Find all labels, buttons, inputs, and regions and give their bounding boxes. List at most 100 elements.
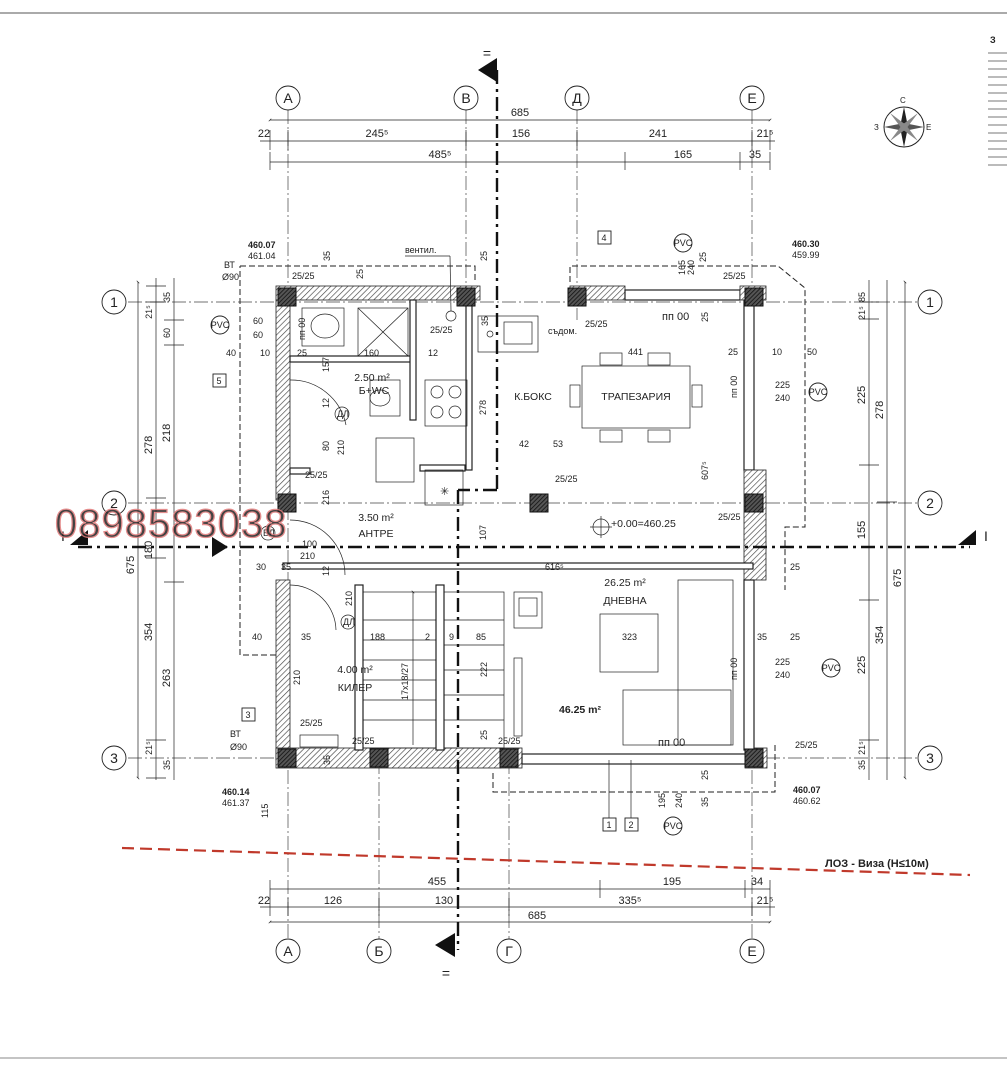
svg-text:25: 25: [297, 348, 307, 358]
svg-text:25: 25: [700, 312, 710, 322]
svg-text:323: 323: [622, 632, 637, 642]
room-bath-name: Б+WC: [359, 385, 390, 397]
svg-text:пп 00: пп 00: [729, 658, 739, 680]
svg-text:278: 278: [143, 436, 155, 454]
grid-label-top-d: Д: [572, 90, 582, 106]
svg-text:25/25: 25/25: [723, 271, 746, 281]
section-mark-bottom: =: [442, 965, 450, 981]
svg-text:вентил.: вентил.: [405, 245, 437, 255]
column: [456, 287, 476, 307]
svg-text:685: 685: [511, 107, 529, 119]
grid-label-left-2: 2: [110, 495, 118, 511]
svg-text:50: 50: [807, 347, 817, 357]
svg-text:216: 216: [321, 490, 331, 505]
svg-text:25/25: 25/25: [300, 718, 323, 728]
svg-text:25: 25: [479, 251, 489, 261]
svg-text:165: 165: [674, 149, 692, 161]
grid-label-right-1: 1: [926, 294, 934, 310]
svg-text:25/25: 25/25: [585, 319, 608, 329]
svg-text:25/25: 25/25: [305, 470, 328, 480]
svg-text:130: 130: [435, 895, 453, 907]
grid-label-left-3: 3: [110, 750, 118, 766]
svg-text:22: 22: [258, 895, 270, 907]
svg-text:25: 25: [355, 269, 365, 279]
svg-text:25/25: 25/25: [555, 474, 578, 484]
svg-text:2: 2: [628, 820, 633, 830]
svg-text:пп 00: пп 00: [297, 318, 307, 340]
svg-text:Ø90: Ø90: [222, 272, 239, 282]
notes-column: З: [988, 35, 1007, 166]
compass: С Е З: [874, 96, 931, 148]
grid-label-bottom-b: Б: [374, 943, 383, 959]
svg-text:25: 25: [479, 730, 489, 740]
annotation-labels: вентил. съдом. ВТ Ø90 ВТ Ø90 PVC PVC PVC…: [210, 230, 929, 870]
svg-text:25: 25: [698, 252, 708, 262]
elevation-marks: 460.07 461.04 460.30 459.99 460.14 461.3…: [222, 239, 821, 808]
svg-text:165: 165: [677, 260, 687, 275]
left-dimensions: 675 21⁵ 278 180 354 21⁵ 60 218 263 35 35: [125, 278, 184, 780]
svg-text:35: 35: [322, 251, 332, 261]
svg-text:485⁵: 485⁵: [429, 149, 452, 161]
right-dimensions: 675 278 354 85 21⁵ 225 155 225 21⁵ 35: [856, 280, 907, 780]
room-living-name: ДНЕВНА: [603, 595, 646, 607]
svg-text:225: 225: [856, 386, 868, 404]
svg-text:пп 00: пп 00: [658, 737, 685, 749]
svg-text:607⁵: 607⁵: [700, 461, 710, 480]
grid-bubbles-sides: 1 2 3 1 2 3: [101, 289, 943, 771]
svg-text:25: 25: [790, 562, 800, 572]
svg-text:С: С: [900, 96, 906, 105]
svg-text:460.07: 460.07: [793, 785, 821, 795]
svg-text:225: 225: [775, 657, 790, 667]
room-living-area: 26.25 m²: [604, 577, 646, 589]
svg-text:460.14: 460.14: [222, 787, 250, 797]
svg-text:21⁵: 21⁵: [144, 741, 154, 755]
svg-text:PVC: PVC: [674, 238, 693, 248]
svg-text:10: 10: [260, 348, 270, 358]
svg-text:35: 35: [162, 292, 172, 302]
grid-label-right-2: 2: [926, 495, 934, 511]
svg-text:35: 35: [322, 755, 332, 765]
svg-text:21⁵: 21⁵: [757, 128, 774, 140]
svg-text:пп 00: пп 00: [729, 376, 739, 398]
svg-text:107: 107: [478, 525, 488, 540]
svg-text:225: 225: [856, 656, 868, 674]
notes-title: З: [990, 35, 996, 45]
svg-text:34: 34: [751, 876, 763, 888]
svg-text:25/25: 25/25: [795, 740, 818, 750]
svg-text:180: 180: [143, 541, 155, 559]
svg-text:60: 60: [162, 328, 172, 338]
svg-text:22: 22: [258, 128, 270, 140]
svg-text:210: 210: [300, 551, 315, 561]
svg-text:241: 241: [649, 128, 667, 140]
svg-text:80: 80: [321, 441, 331, 451]
svg-text:685: 685: [528, 910, 546, 922]
svg-text:157: 157: [321, 357, 331, 372]
svg-text:210: 210: [336, 440, 346, 455]
svg-text:35: 35: [281, 562, 291, 572]
svg-text:17x18/27: 17x18/27: [400, 663, 410, 700]
room-hall-area: 3.50 m²: [358, 512, 394, 524]
room-pantry-area: 4.00 m²: [337, 664, 373, 676]
top-dimensions: 685 22 245⁵ 156 241 21⁵ 485⁵ 165 35: [258, 107, 775, 170]
column: [277, 287, 297, 307]
svg-text:ВТ: ВТ: [230, 729, 241, 739]
phone-watermark: 0898583038: [55, 502, 287, 546]
svg-text:210: 210: [292, 670, 302, 685]
grid-label-right-3: 3: [926, 750, 934, 766]
inner-dimensions: 60 60 40 10 25 160 12 35 25 25 35 157 12…: [226, 251, 817, 818]
room-pantry-name: КИЛЕР: [338, 682, 373, 694]
svg-text:195: 195: [657, 793, 667, 808]
svg-text:240: 240: [775, 393, 790, 403]
svg-text:100: 100: [302, 539, 317, 549]
svg-text:PVC: PVC: [664, 821, 683, 831]
column: [277, 748, 297, 768]
svg-text:ВТ: ВТ: [224, 260, 235, 270]
column: [499, 748, 519, 768]
svg-text:188: 188: [370, 632, 385, 642]
svg-text:21⁵: 21⁵: [757, 895, 774, 907]
svg-text:35: 35: [480, 316, 490, 326]
svg-text:25: 25: [700, 770, 710, 780]
svg-text:25: 25: [790, 632, 800, 642]
grid-label-bottom-a: А: [283, 943, 293, 959]
section-mark-top: =: [483, 45, 491, 61]
